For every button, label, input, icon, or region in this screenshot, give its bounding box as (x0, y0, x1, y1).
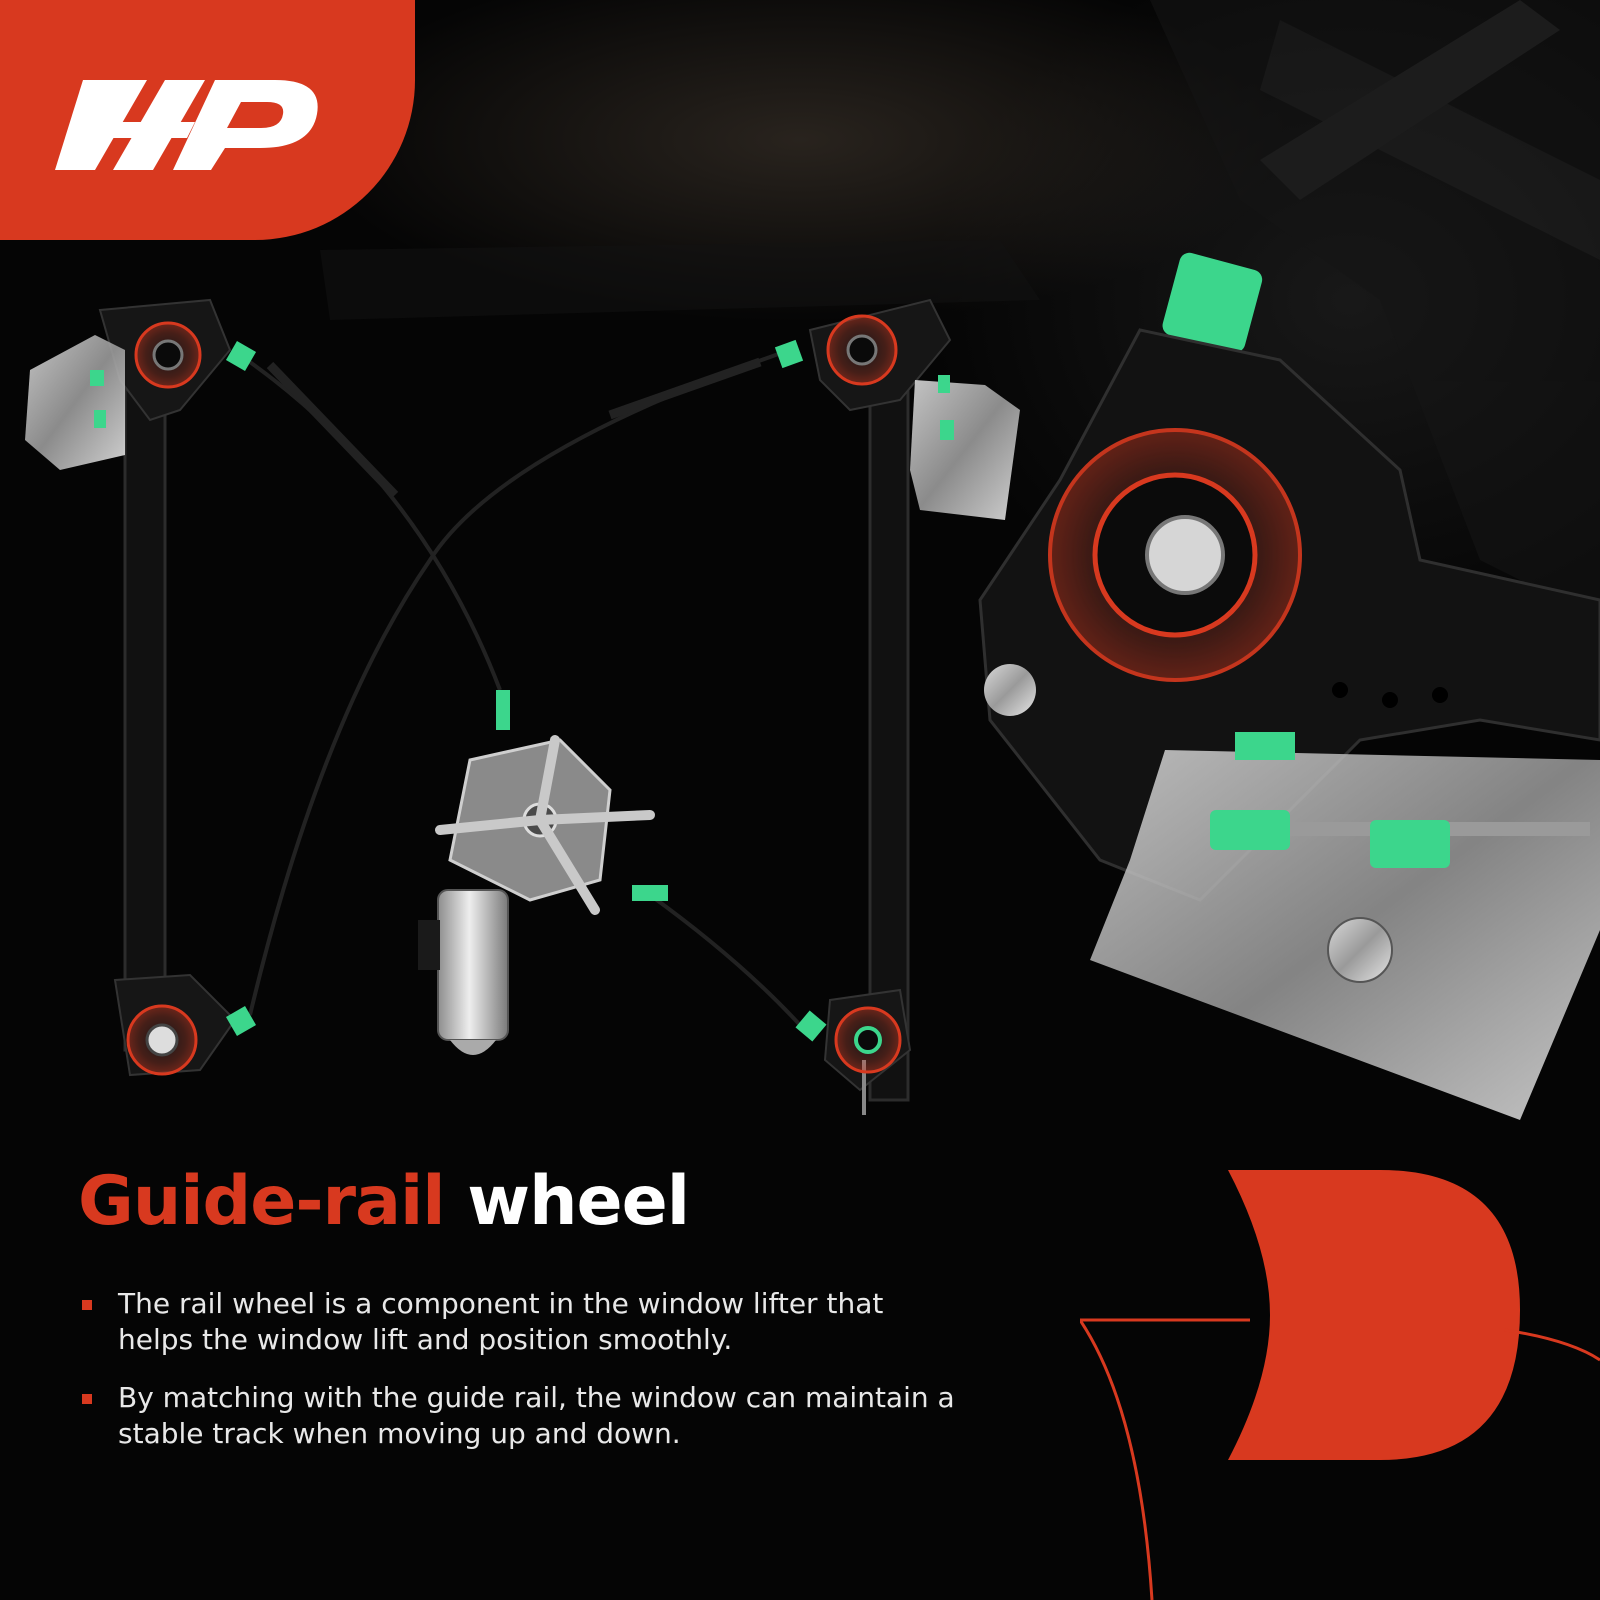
headline-main: wheel (467, 1162, 690, 1241)
bullet-square-icon (82, 1394, 92, 1404)
list-item: The rail wheel is a component in the win… (80, 1286, 960, 1358)
bullet-text: The rail wheel is a component in the win… (118, 1287, 884, 1356)
closeup-rail-wheel-detail (978, 0, 1600, 1120)
green-cable-clips (225, 339, 827, 1042)
rail-wheel-top-left (134, 321, 202, 389)
bullet-square-icon (82, 1300, 92, 1310)
decorative-brand-shape (1080, 1170, 1600, 1600)
lifter-cables (238, 348, 802, 1027)
feature-list: The rail wheel is a component in the win… (80, 1286, 960, 1474)
brand-logo-block (0, 0, 415, 240)
rail-wheel-top-right (826, 314, 898, 386)
bullet-text: By matching with the guide rail, the win… (118, 1381, 955, 1450)
list-item: By matching with the guide rail, the win… (80, 1380, 960, 1452)
car-interior-background (320, 0, 1600, 620)
brand-logo (55, 80, 318, 170)
headline: Guide-rail wheel (78, 1168, 690, 1236)
window-motor (418, 735, 655, 1055)
rail-wheel-bottom-left (126, 1004, 198, 1076)
left-guide-rail (25, 298, 237, 1077)
rail-wheel-bottom-right (834, 1006, 902, 1074)
headline-accent: Guide-rail (78, 1162, 446, 1241)
